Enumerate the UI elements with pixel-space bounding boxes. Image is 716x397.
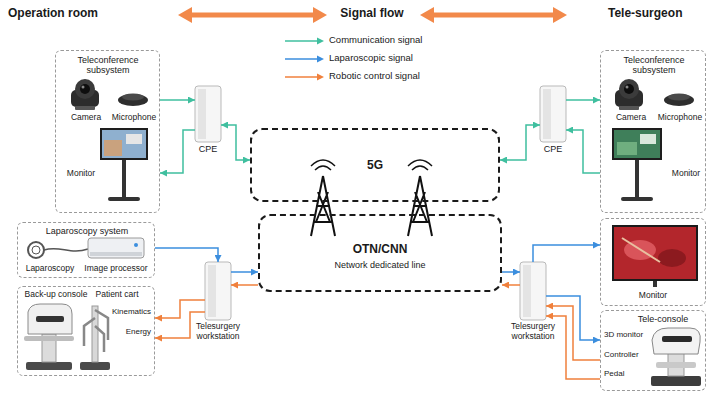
legend-sample xyxy=(285,56,324,63)
section-heading: Operation room xyxy=(8,7,98,21)
legend-sample xyxy=(285,38,324,45)
workstation-node: Telesurgery workstation xyxy=(520,262,546,320)
microphone-icon xyxy=(664,94,694,107)
text-label: Back-up console xyxy=(21,290,91,300)
camera-icon xyxy=(615,79,643,110)
flow-arrow xyxy=(178,7,567,23)
camera-icon xyxy=(71,79,99,110)
text-label: Teleconference subsystem xyxy=(68,55,148,76)
monitor-icon xyxy=(100,128,148,201)
signal-connector xyxy=(566,130,600,173)
workstation-device xyxy=(520,262,546,320)
laparoscope-icon xyxy=(28,242,88,258)
text-label: Microphone xyxy=(109,113,159,123)
text-label: Laparoscopy system xyxy=(23,226,151,236)
text-label: Monitor xyxy=(601,291,705,301)
antenna-tower xyxy=(408,160,432,236)
signal-connector xyxy=(160,99,195,101)
signal-connector xyxy=(502,284,520,286)
subsystem-box: Teleconference subsystemCameraMicrophone… xyxy=(600,50,706,213)
monitor-box: Monitor xyxy=(600,218,706,306)
legend-arrowhead xyxy=(317,74,324,81)
signal-connector xyxy=(566,99,600,101)
text-label: Monitor xyxy=(667,169,705,179)
cpe-device xyxy=(540,86,566,142)
signal-label: Controller xyxy=(603,350,640,359)
signal-connector xyxy=(500,125,540,160)
text-label: 5G xyxy=(252,159,498,173)
text-label: Image processor xyxy=(78,264,154,274)
text-label: Telesurgery workstation xyxy=(178,322,258,342)
text-label: Tele-console xyxy=(621,314,705,324)
legend-arrowhead xyxy=(317,38,324,45)
text-label: CPE xyxy=(523,144,583,154)
signal-label: 3D monitor xyxy=(603,330,644,339)
microphone-icon xyxy=(118,94,148,107)
antenna-tower xyxy=(311,160,335,236)
signal-connector xyxy=(155,248,218,262)
legend-text: Laparoscopic signal xyxy=(329,53,413,64)
legend-arrowhead xyxy=(317,56,324,63)
text-label: Patient cart xyxy=(88,290,146,300)
cpe-node: CPE xyxy=(540,86,566,142)
legend-line xyxy=(285,76,318,78)
legend-text: Communication signal xyxy=(329,35,422,46)
text-label: Camera xyxy=(606,113,656,123)
back-up-console xyxy=(24,304,74,370)
text-label: Laparoscopy xyxy=(20,264,80,274)
signal-label: Kinematics xyxy=(111,307,152,316)
signal-connector xyxy=(231,271,258,273)
subsystem-box: Laparoscopy systemLaparoscopyImage proce… xyxy=(17,222,155,278)
legend-line xyxy=(285,40,318,42)
signal-connector xyxy=(533,245,600,262)
monitor-icon xyxy=(612,128,662,201)
subsystem-box: Teleconference subsystemCameraMicrophone… xyxy=(55,50,160,213)
patient-cart xyxy=(80,306,110,370)
signal-connector xyxy=(155,300,205,318)
signal-connector xyxy=(502,271,520,273)
tele-console-unit xyxy=(651,328,701,386)
signal-connector xyxy=(231,284,258,286)
text-label: Network dedicated line xyxy=(260,260,500,270)
text-label: OTN/CNN xyxy=(260,243,500,257)
text-label: Telesurgery workstation xyxy=(493,322,573,342)
network-region: OTN/CNN Network dedicated line xyxy=(258,214,502,292)
legend-sample xyxy=(285,74,324,81)
signal-connector xyxy=(160,130,195,173)
workstation-device xyxy=(205,262,231,320)
text-label: Monitor xyxy=(61,169,101,179)
text-label: Camera xyxy=(61,113,111,123)
text-label: CPE xyxy=(178,144,238,154)
image-processor xyxy=(88,238,144,258)
legend-line xyxy=(285,58,318,60)
section-heading: Signal flow xyxy=(340,7,403,21)
signal-label: Pedal xyxy=(603,369,625,378)
text-label: Microphone xyxy=(655,113,705,123)
workstation-node: Telesurgery workstation xyxy=(205,262,231,320)
signal-connector xyxy=(221,125,250,160)
cpe-device xyxy=(195,86,221,142)
section-heading: Tele-surgeon xyxy=(608,7,682,21)
cpe-node: CPE xyxy=(195,86,221,142)
network-region: 5G xyxy=(250,128,500,202)
text-label: Teleconference subsystem xyxy=(614,55,694,76)
legend-text: Robotic control signal xyxy=(329,71,420,82)
signal-label: Energy xyxy=(125,327,152,336)
surgical-monitor xyxy=(612,225,698,287)
